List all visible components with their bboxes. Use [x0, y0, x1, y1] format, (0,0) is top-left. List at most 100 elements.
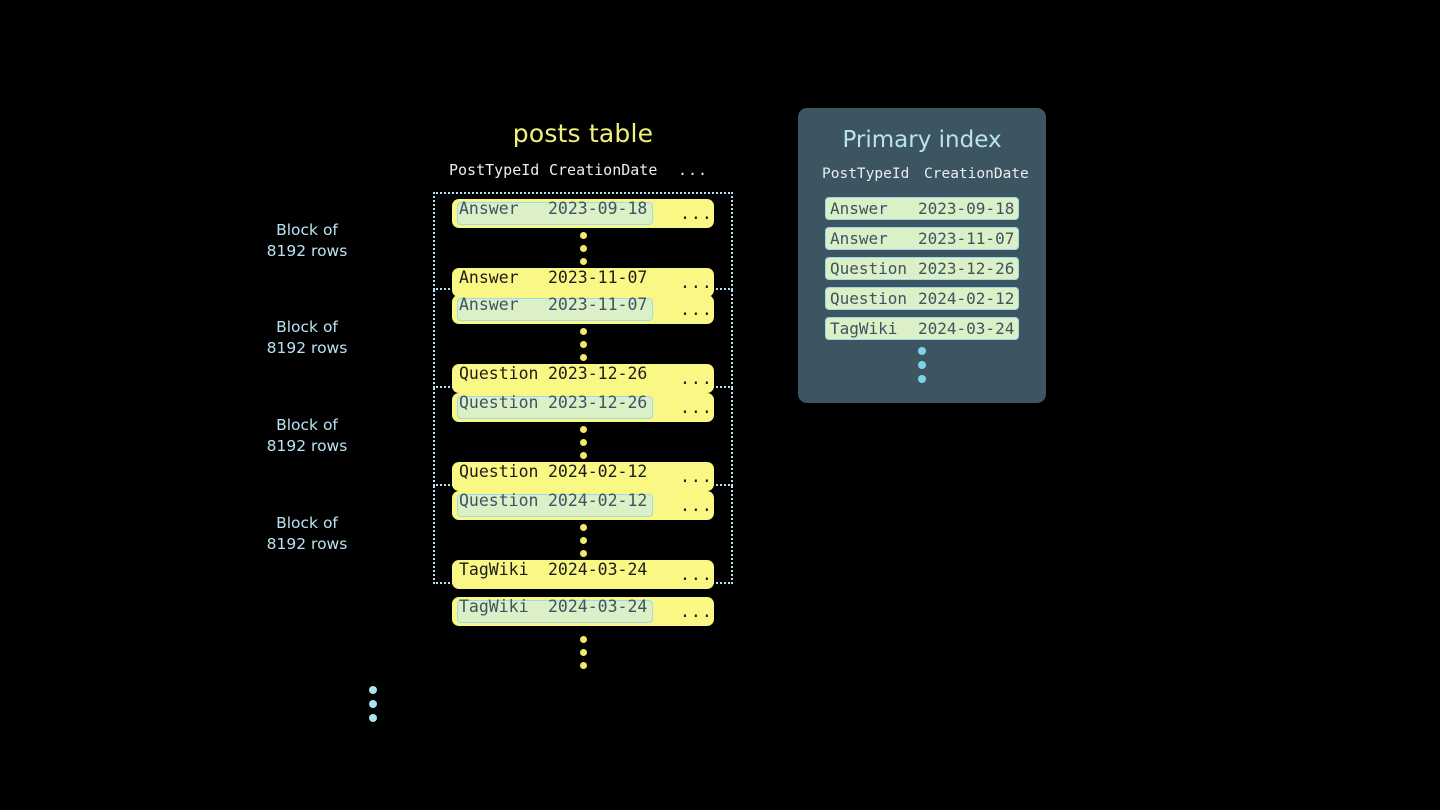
row-ellipsis: ...: [680, 602, 713, 621]
column-header-creationdate: CreationDate: [549, 161, 658, 179]
row-ellipsis: ...: [680, 565, 713, 584]
row-creationdate: 2024-02-12: [548, 462, 648, 481]
ellipsis-dot: [579, 549, 587, 557]
row-creationdate: 2024-02-12: [918, 289, 1015, 308]
index-row[interactable]: TagWiki 2024-03-24: [825, 317, 1019, 340]
ellipsis-dot: [369, 700, 377, 708]
row-creationdate: 2024-03-24: [548, 560, 648, 579]
table-row[interactable]: TagWiki 2024-03-24 ...: [452, 560, 714, 589]
index-row[interactable]: Answer 2023-09-18: [825, 197, 1019, 220]
table-row[interactable]: TagWiki 2024-03-24 ...: [452, 597, 714, 626]
row-ellipsis: ...: [680, 369, 713, 388]
blocks-trailing-ellipsis: [369, 686, 377, 722]
table-block: Block of 8192 rows Question 2023-12-26 .…: [267, 388, 733, 491]
ellipsis-dot: [579, 648, 587, 656]
row-posttypeid: TagWiki: [459, 560, 529, 579]
ellipsis-dot: [579, 635, 587, 643]
ellipsis-dot: [369, 714, 377, 722]
block-label: Block of 8192 rows: [266, 221, 348, 260]
block-label: Block of 8192 rows: [266, 514, 348, 553]
index-row[interactable]: Answer 2023-11-07: [825, 227, 1019, 250]
row-ellipsis: ...: [680, 204, 713, 223]
row-creationdate: 2024-03-24: [548, 597, 648, 616]
primary-index-column-headers: PostTypeId CreationDate: [798, 166, 1046, 188]
row-highlight-box: [457, 600, 653, 623]
table-row[interactable]: Answer 2023-09-18 ...: [452, 199, 714, 228]
block-label: Block of 8192 rows: [266, 318, 348, 357]
ellipsis-dot: [579, 327, 587, 335]
table-row[interactable]: Answer 2023-11-07 ...: [452, 295, 714, 324]
row-highlight-box: [457, 298, 653, 321]
rows-ellipsis: [435, 520, 731, 560]
table-row[interactable]: Question 2024-02-12 ...: [452, 491, 714, 520]
row-ellipsis: ...: [680, 273, 713, 292]
table-trailing-ellipsis: [433, 632, 733, 672]
row-ellipsis: ...: [680, 300, 713, 319]
row-posttypeid: Question: [459, 393, 539, 412]
ellipsis-dot: [579, 257, 587, 265]
ellipsis-dot: [579, 425, 587, 433]
ellipsis-dot: [579, 523, 587, 531]
rows-ellipsis: [435, 422, 731, 462]
row-posttypeid: Answer: [459, 295, 519, 314]
ellipsis-dot: [579, 353, 587, 361]
row-highlight-box: [457, 494, 653, 517]
ellipsis-dot: [579, 661, 587, 669]
row-ellipsis: ...: [680, 496, 713, 515]
primary-index-trailing-ellipsis: [798, 347, 1046, 383]
row-creationdate: 2023-11-07: [548, 268, 648, 287]
row-creationdate: 2023-09-18: [548, 199, 648, 218]
row-ellipsis: ...: [680, 398, 713, 417]
ellipsis-dot: [579, 451, 587, 459]
ellipsis-dot: [918, 361, 926, 369]
table-block: Block of 8192 rows Question 2024-02-12 .…: [267, 486, 733, 589]
table-row[interactable]: Question 2023-12-26 ...: [452, 393, 714, 422]
row-creationdate: 2023-12-26: [548, 364, 648, 383]
row-ellipsis: ...: [680, 467, 713, 486]
column-header-posttypeid: PostTypeId: [822, 166, 910, 182]
row-posttypeid: Answer: [830, 199, 888, 218]
posts-table-column-headers: PostTypeId CreationDate ...: [433, 161, 733, 185]
table-block: Block of 8192 rows Answer 2023-09-18 ...…: [267, 192, 733, 297]
row-posttypeid: Question: [830, 289, 908, 308]
column-header-posttypeid: PostTypeId: [449, 161, 540, 179]
table-row[interactable]: Question 2024-02-12 ...: [452, 462, 714, 491]
table-block: Block of 8192 rows Answer 2023-11-07 ...…: [267, 290, 733, 393]
row-creationdate: 2023-11-07: [548, 295, 648, 314]
row-highlight-box: [457, 396, 653, 419]
primary-index-rows: Answer 2023-09-18 Answer 2023-11-07 Ques…: [798, 197, 1046, 340]
index-row[interactable]: Question 2023-12-26: [825, 257, 1019, 280]
row-posttypeid: TagWiki: [830, 319, 898, 338]
ellipsis-dot: [579, 244, 587, 252]
row-posttypeid: Question: [459, 462, 539, 481]
posts-table-group: posts table PostTypeId CreationDate ... …: [267, 118, 733, 672]
ellipsis-dot: [918, 375, 926, 383]
ellipsis-dot: [579, 231, 587, 239]
row-creationdate: 2023-12-26: [918, 259, 1015, 278]
row-creationdate: 2023-11-07: [918, 229, 1015, 248]
rows-ellipsis: [435, 228, 731, 268]
row-posttypeid: Question: [459, 491, 539, 510]
ellipsis-dot: [579, 340, 587, 348]
row-creationdate: 2024-02-12: [548, 491, 648, 510]
posts-table-title: posts table: [512, 119, 654, 148]
row-posttypeid: Answer: [459, 199, 519, 218]
row-posttypeid: Question: [830, 259, 908, 278]
row-creationdate: 2023-12-26: [548, 393, 648, 412]
row-posttypeid: Answer: [830, 229, 888, 248]
table-row[interactable]: Question 2023-12-26 ...: [452, 364, 714, 393]
primary-index-panel: Primary index PostTypeId CreationDate An…: [798, 108, 1046, 403]
ellipsis-dot: [369, 686, 377, 694]
rows-ellipsis: [435, 324, 731, 364]
index-row[interactable]: Question 2024-02-12: [825, 287, 1019, 310]
ellipsis-dot: [579, 438, 587, 446]
block-label: Block of 8192 rows: [266, 416, 348, 455]
primary-index-title: Primary index: [842, 127, 1002, 153]
row-posttypeid: TagWiki: [459, 597, 529, 616]
table-row[interactable]: Answer 2023-11-07 ...: [452, 268, 714, 297]
posts-table-blocks: Block of 8192 rows Answer 2023-09-18 ...…: [267, 192, 733, 589]
column-header-ellipsis: ...: [678, 161, 709, 179]
column-header-creationdate: CreationDate: [924, 166, 1029, 182]
row-highlight-box: [457, 202, 653, 225]
row-posttypeid: Question: [459, 364, 539, 383]
